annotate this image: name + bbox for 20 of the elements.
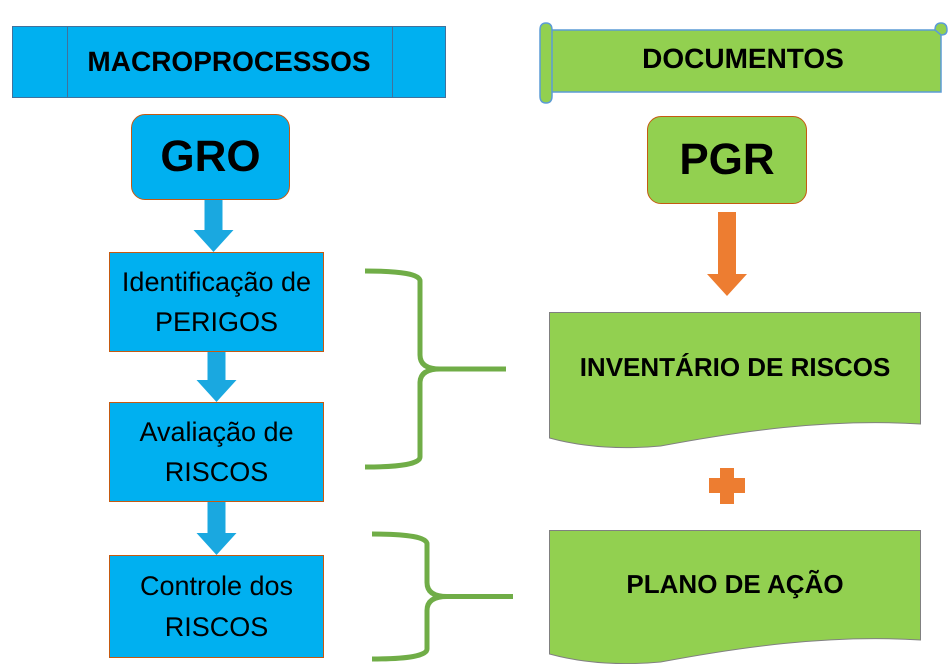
node-label: Avaliação de RISCOS: [138, 416, 295, 489]
node-label: INVENTÁRIO DE RISCOS: [580, 350, 890, 384]
node-label: MACROPROCESSOS: [87, 45, 371, 79]
process-box: [109, 555, 324, 658]
node-label: GRO: [160, 131, 261, 183]
node-label: PLANO DE AÇÃO: [626, 568, 844, 600]
node-label: Controle dos RISCOS: [138, 570, 294, 644]
process-box: [109, 402, 324, 502]
rounded-box: [131, 114, 290, 200]
rounded-box: [647, 116, 807, 204]
process-box: [109, 252, 324, 352]
node-label: PGR: [679, 134, 775, 186]
document-shape: [549, 530, 921, 664]
predefined-process-box: [12, 26, 446, 98]
block-arrow: [196, 352, 236, 402]
block-arrow: [196, 502, 236, 555]
block-arrow: [194, 200, 234, 252]
block-arrow: [707, 212, 747, 296]
document-shape: [549, 312, 921, 448]
node-label: Identificação de PERIGOS: [120, 266, 312, 339]
